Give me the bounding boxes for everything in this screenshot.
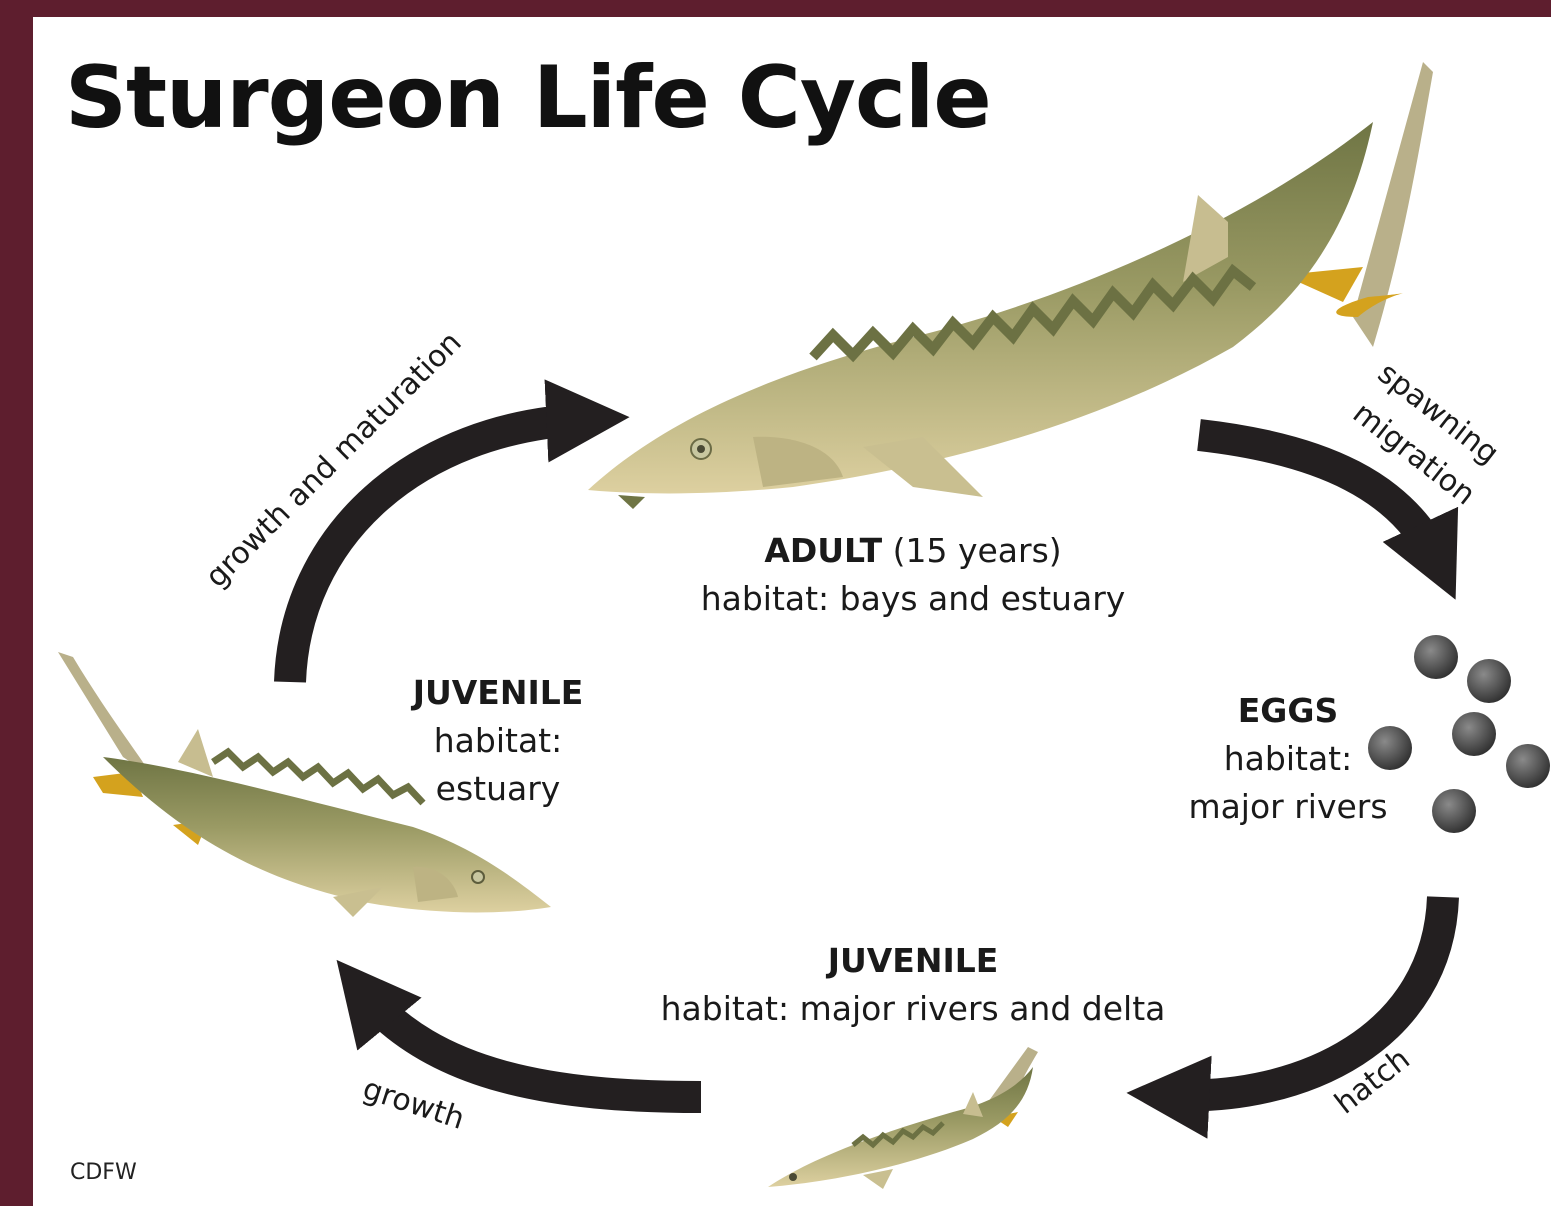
juvenile-river-habitat: habitat: major rivers and delta [633,985,1193,1033]
label-growth: growth [359,1071,469,1137]
credit-text: CDFW [70,1160,137,1185]
adult-habitat: habitat: bays and estuary [633,575,1193,623]
diagram-canvas: Sturgeon Life Cycle growth and maturatio… [33,17,1551,1206]
label-juvenile-river-stage: JUVENILE habitat: major rivers and delta [633,937,1193,1033]
eggs-habitat-label: habitat: [1173,735,1403,783]
eggs-habitat-value: major rivers [1173,783,1403,831]
label-adult-stage: ADULT (15 years) habitat: bays and estua… [633,527,1193,623]
juvenile-estuary-habitat-label: habitat: [383,717,613,765]
juvenile-river-sturgeon-illustration [768,1047,1038,1189]
adult-stage-name: ADULT [764,531,882,570]
label-juvenile-estuary-stage: JUVENILE habitat: estuary [383,669,613,814]
label-eggs-stage: EGGS habitat: major rivers [1173,687,1403,832]
juvenile-estuary-habitat-value: estuary [383,765,613,813]
adult-stage-age: (15 years) [882,531,1062,570]
juvenile-estuary-stage-name: JUVENILE [413,673,584,712]
juvenile-river-stage-name: JUVENILE [828,941,999,980]
eggs-stage-name: EGGS [1238,691,1338,730]
